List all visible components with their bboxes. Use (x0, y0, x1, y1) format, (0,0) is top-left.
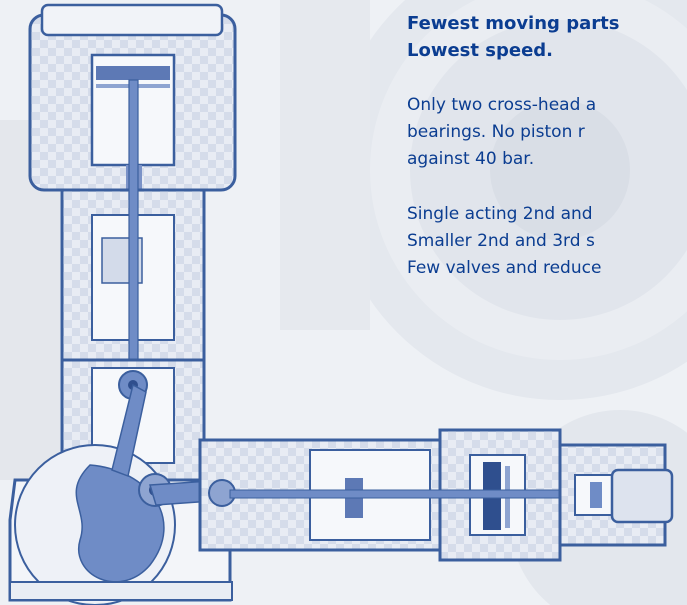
horizontal-piston-rod (229, 489, 571, 499)
paragraph-1-line-2: bearings. No piston r (407, 122, 585, 142)
vertical-piston-rod (128, 79, 139, 381)
paragraph-2-line-3: Few valves and reduce (407, 258, 602, 278)
paragraph-1-line-1: Only two cross-head a (407, 95, 597, 115)
paragraph-2-line-2: Smaller 2nd and 3rd s (407, 231, 595, 251)
heading-line-2: Lowest speed. (407, 40, 553, 61)
heading-line-1: Fewest moving parts (407, 13, 620, 34)
paragraph-1-line-3: against 40 bar. (407, 149, 535, 169)
paragraph-2-line-1: Single acting 2nd and (407, 204, 593, 224)
third-stage-cylinder (558, 443, 674, 547)
